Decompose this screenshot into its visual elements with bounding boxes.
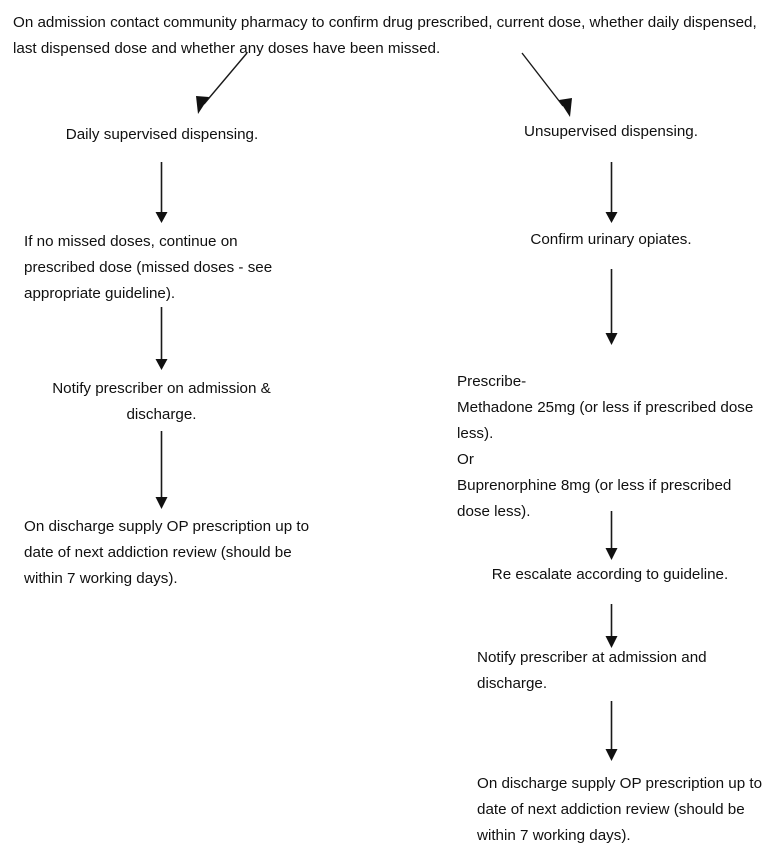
node-daily-supervised-dispensing: Daily supervised dispensing. — [65, 126, 259, 143]
connector-no-missed-doses-to-notify-prescriber — [155, 307, 168, 370]
connector-notify-prescriber-to-discharge-supply-left — [155, 431, 168, 509]
node-if-no-missed-doses: If no missed doses, continue on prescrib… — [24, 233, 273, 302]
connector-notify-prescriber-to-discharge-supply-right — [605, 701, 618, 761]
node-confirm-urinary-opiates: Confirm urinary opiates. — [530, 231, 692, 248]
connector-unsupervised-to-confirm-urinary-opiates — [605, 162, 618, 223]
node-notify-prescriber-admission-discharge-right: Notify prescriber at admission and disch… — [477, 649, 707, 692]
node-discharge-supply-op-prescription-left: On discharge supply OP prescription up t… — [24, 518, 310, 587]
connector-confirm-urinary-opiates-to-prescribe — [605, 269, 618, 345]
node-unsupervised-dispensing: Unsupervised dispensing. — [524, 123, 698, 140]
node-notify-prescriber-admission-discharge-left: Notify prescriber on admission & dischar… — [52, 380, 271, 423]
connector-daily-supervised-to-no-missed-doses — [155, 162, 168, 223]
connector-re-escalate-to-notify-prescriber — [605, 604, 618, 648]
node-header-contact-community-pharmacy: On admission contact community pharmacy … — [13, 14, 757, 57]
node-discharge-supply-op-prescription-right: On discharge supply OP prescription up t… — [477, 775, 763, 844]
node-prescribe-methadone-buprenorphine: Prescribe- Methadone 25mg (or less if pr… — [457, 373, 754, 520]
node-re-escalate-according-to-guideline: Re escalate according to guideline. — [491, 566, 729, 583]
